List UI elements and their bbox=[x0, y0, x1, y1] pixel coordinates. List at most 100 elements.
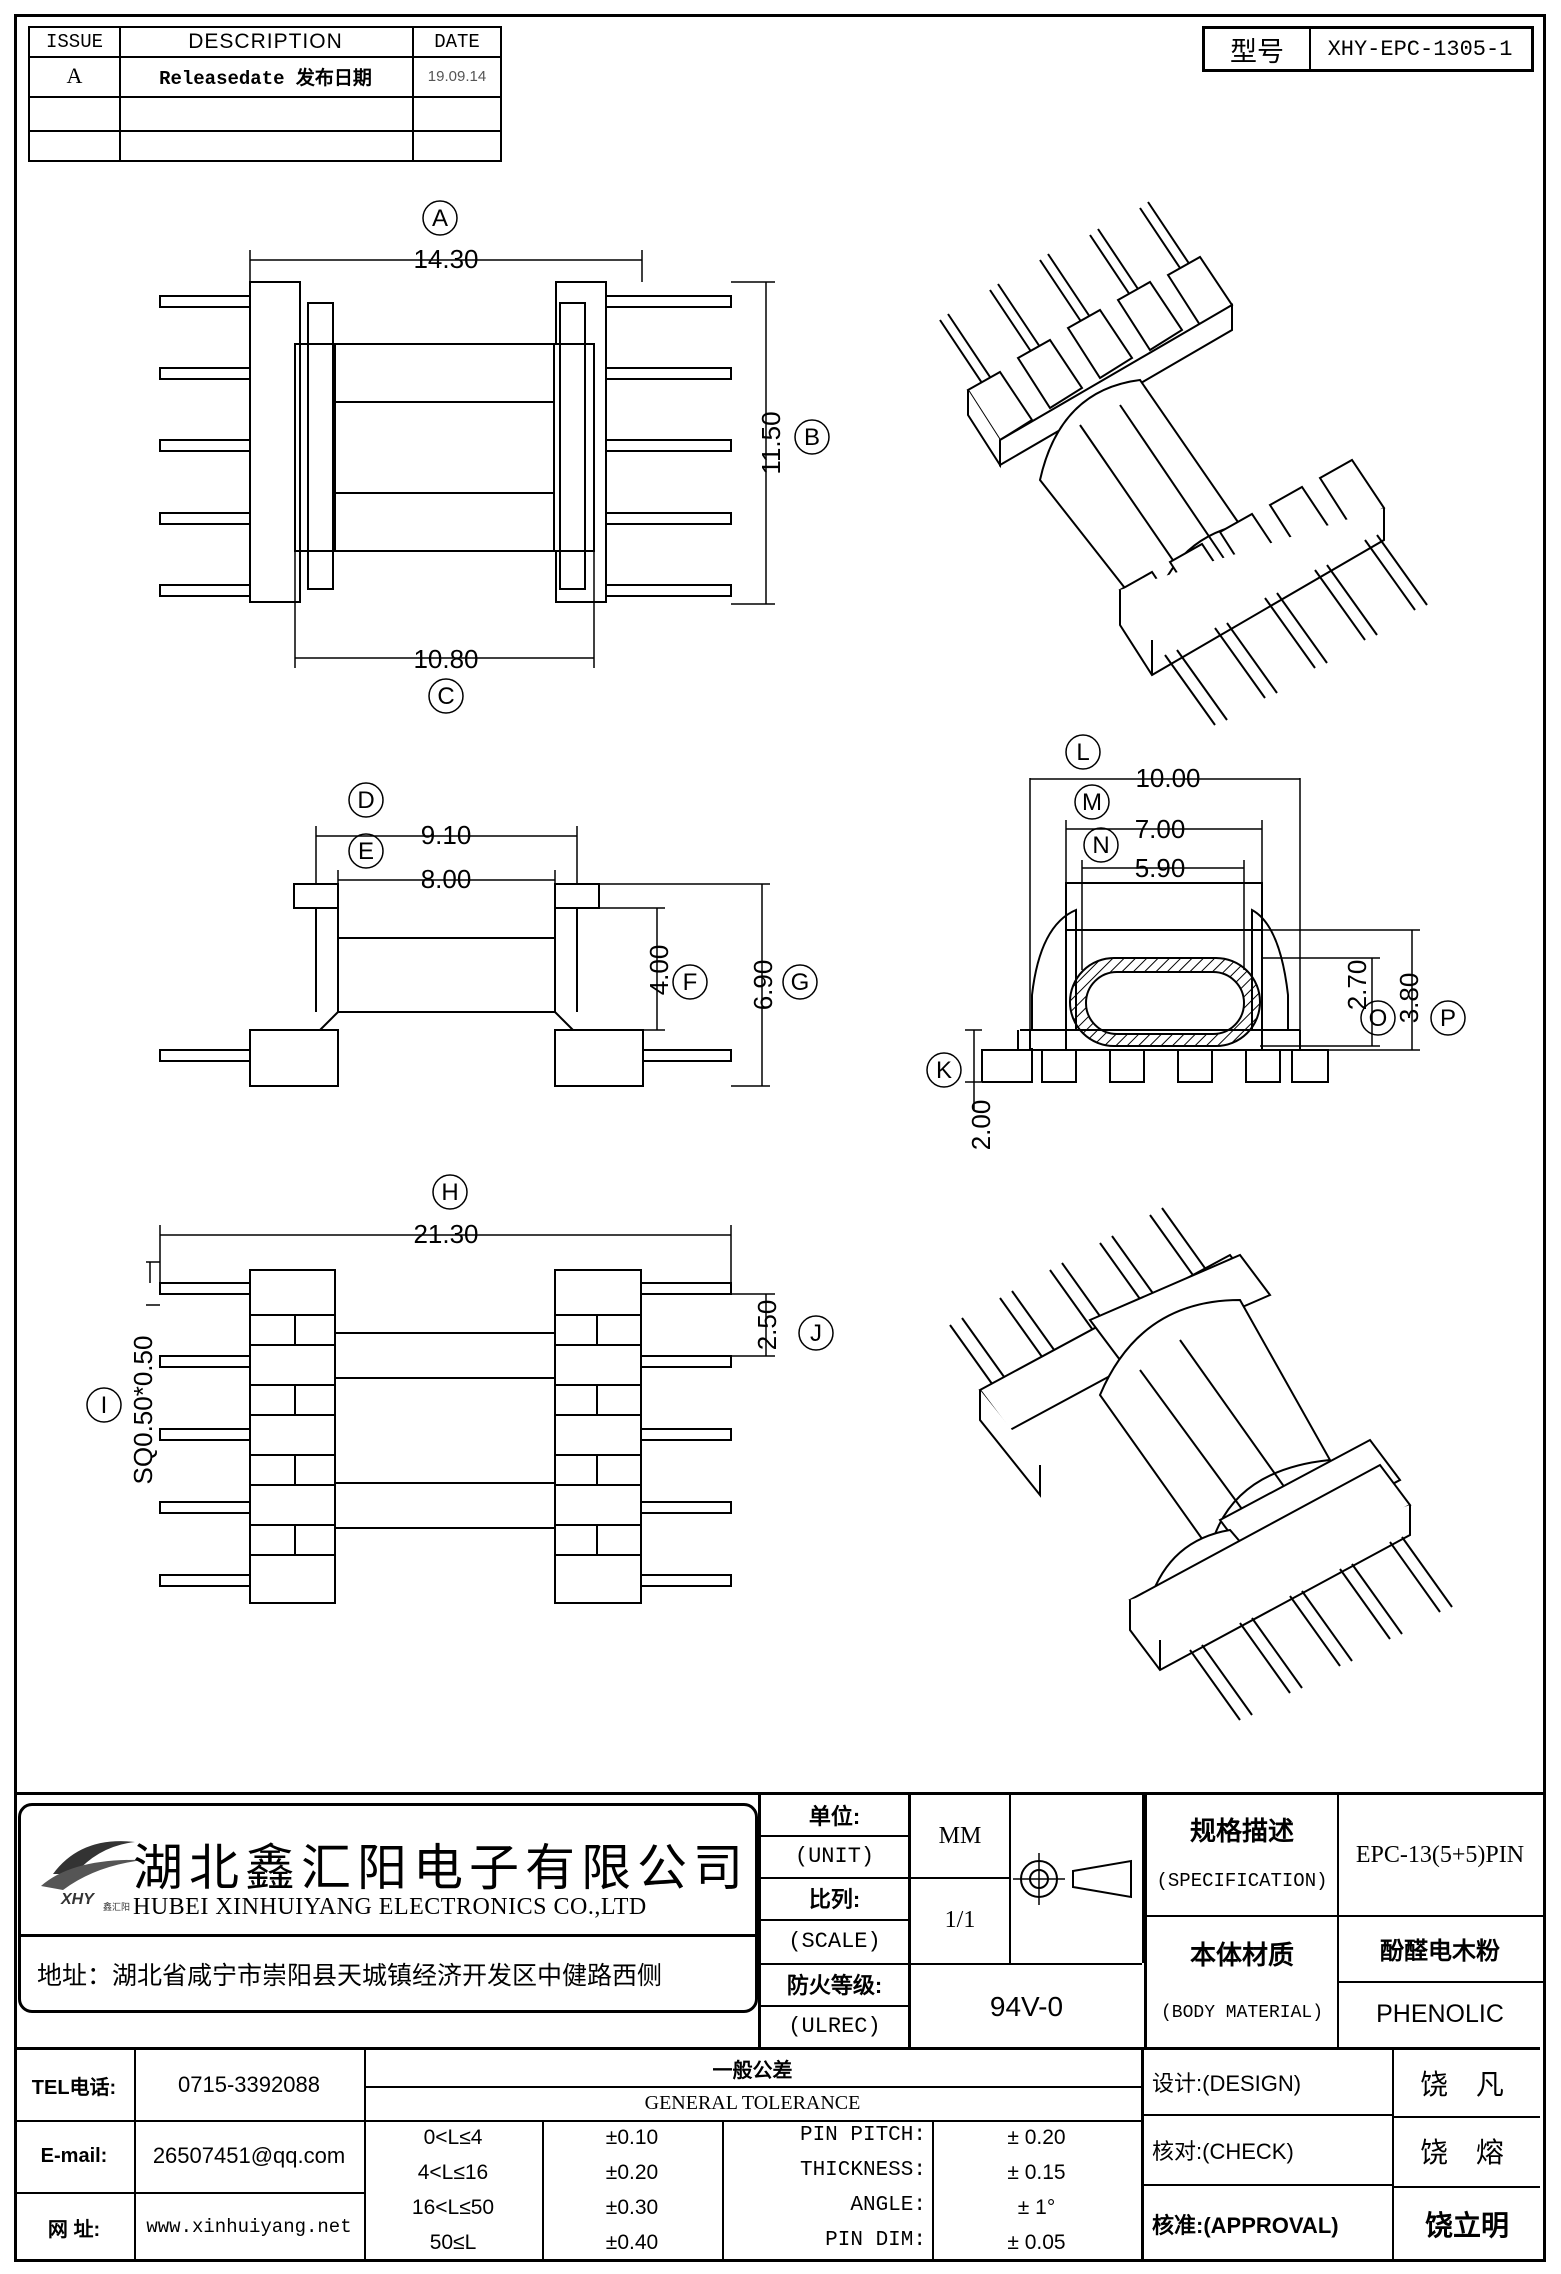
dim-h-value: 21.30 bbox=[413, 1219, 478, 1249]
email-value[interactable]: 26507451@qq.com bbox=[134, 2120, 366, 2194]
third-angle-projection-icon bbox=[1012, 1853, 1132, 1905]
label-h: H bbox=[441, 1179, 458, 1206]
dim-d-value: 9.10 bbox=[421, 820, 472, 850]
unit-value: MM bbox=[911, 1795, 1011, 1879]
check-name: 饶 熔 bbox=[1394, 2116, 1540, 2188]
tol-item-2-value: ± 0.15 bbox=[1007, 2160, 1066, 2184]
top-view-pins-right bbox=[605, 295, 732, 597]
label-n: N bbox=[1092, 832, 1109, 859]
tol-range-1: 0<L≤4 bbox=[423, 2125, 483, 2149]
section-view bbox=[965, 778, 1420, 1110]
dim-c-value: 10.80 bbox=[413, 644, 478, 674]
rev-date: 19.09.14 bbox=[412, 56, 502, 98]
top-view bbox=[159, 250, 775, 668]
rev-empty-cell bbox=[119, 130, 414, 162]
design-name: 饶 凡 bbox=[1394, 2050, 1540, 2118]
label-p: P bbox=[1440, 1005, 1456, 1032]
dim-o-value: 2.70 bbox=[1342, 960, 1372, 1011]
spec-labels: 单位: (UNIT) 比列: (SCALE) 防火等级: (ULREC) bbox=[758, 1795, 908, 2047]
tol-range-2: 4<L≤16 bbox=[417, 2160, 489, 2184]
company-address: 地址：湖北省咸宁市崇阳县天城镇经济开发区中健路西侧 bbox=[37, 1961, 663, 1990]
unit-label-en: (UNIT) bbox=[761, 1835, 908, 1879]
logo-sub: 鑫汇阳 bbox=[103, 1901, 130, 1912]
tol-item-1-value: ± 0.20 bbox=[1007, 2125, 1066, 2149]
revision-table: ISSUE DESCRIPTION DATE A Releasedate 发布日… bbox=[28, 26, 502, 162]
label-o: O bbox=[1369, 1005, 1388, 1032]
bottom-view bbox=[146, 1225, 775, 1604]
tol-item-1-label: PIN PITCH: bbox=[799, 2124, 926, 2147]
label-m: M bbox=[1082, 789, 1102, 816]
tolerance-title-cn: 一般公差 bbox=[364, 2050, 1141, 2088]
ul-label-cn: 防火等级: bbox=[761, 1963, 908, 2007]
label-d: D bbox=[357, 787, 374, 814]
tolerance-title-en: GENERAL TOLERANCE bbox=[364, 2086, 1141, 2122]
dim-k-value: 2.00 bbox=[966, 1100, 996, 1151]
model-box: 型号 XHY-EPC-1305-1 bbox=[1202, 26, 1534, 72]
tol-range-3: 16<L≤50 bbox=[411, 2195, 495, 2219]
material-value-en: PHENOLIC bbox=[1376, 1999, 1504, 2028]
label-g: G bbox=[791, 969, 810, 996]
approve-name: 饶立明 bbox=[1424, 2210, 1509, 2241]
approval-block: 设计:(DESIGN) 饶 凡 核对:(CHECK) 饶 熔 核准:(APPRO… bbox=[1144, 2050, 1540, 2262]
design-label: 设计:(DESIGN) bbox=[1144, 2050, 1394, 2116]
company-logo-icon: XHY 鑫汇阳 bbox=[41, 1841, 143, 1912]
rev-header-date: DATE bbox=[412, 28, 502, 58]
web-value[interactable]: www.xinhuiyang.net bbox=[134, 2192, 366, 2262]
tol-item-3-label: ANGLE: bbox=[850, 2194, 926, 2217]
label-l: L bbox=[1076, 739, 1089, 766]
rev-description: Releasedate 发布日期 bbox=[119, 56, 414, 98]
label-b: B bbox=[804, 424, 820, 451]
spec-label-en: (SPECIFICATION) bbox=[1156, 1870, 1328, 1892]
tol-value-1: ±0.10 bbox=[605, 2125, 659, 2149]
dim-l-value: 10.00 bbox=[1135, 763, 1200, 793]
top-view-pins-left bbox=[159, 295, 251, 597]
material-label-en: (BODY MATERIAL) bbox=[1160, 2003, 1324, 2023]
title-block: XHY 鑫汇阳 湖北鑫汇阳电子有限公司 HUBEI XINHUIYANG ELE… bbox=[14, 1792, 1546, 2262]
dim-a-value: 14.30 bbox=[413, 244, 478, 274]
email-label: E-mail: bbox=[14, 2120, 136, 2194]
label-k: K bbox=[936, 1057, 952, 1084]
logo-text: XHY bbox=[60, 1891, 95, 1908]
spec-value: EPC-13(5+5)PIN bbox=[1337, 1795, 1543, 1917]
spec-label-cn: 规格描述 bbox=[1189, 1815, 1294, 1846]
model-label: 型号 bbox=[1205, 29, 1311, 69]
rev-empty-cell bbox=[30, 130, 121, 162]
rev-header-description: DESCRIPTION bbox=[119, 28, 414, 58]
scale-value: 1/1 bbox=[911, 1877, 1011, 1963]
tel-label: TEL电话: bbox=[14, 2050, 136, 2122]
scale-label-cn: 比列: bbox=[761, 1877, 908, 1921]
dim-b-value: 11.50 bbox=[756, 411, 786, 474]
dim-g-value: 6.90 bbox=[748, 960, 778, 1011]
tol-value-3: ±0.30 bbox=[605, 2195, 659, 2219]
isometric-view-top bbox=[939, 201, 1428, 726]
tol-value-2: ±0.20 bbox=[605, 2160, 659, 2184]
side-view bbox=[159, 826, 770, 1087]
technical-drawing: 14.30 10.80 9.10 8.00 21.30 10.00 7.00 5… bbox=[86, 200, 1466, 1721]
label-f: F bbox=[683, 969, 698, 996]
scale-label-en: (SCALE) bbox=[761, 1919, 908, 1965]
email-link[interactable]: 26507451@qq.com bbox=[152, 2143, 346, 2168]
approve-label: 核准:(APPROVAL) bbox=[1144, 2186, 1394, 2262]
ul-value: 94V-0 bbox=[911, 1963, 1142, 2049]
tol-item-4-label: PIN DIM: bbox=[825, 2229, 926, 2252]
tel-value: 0715-3392088 bbox=[134, 2050, 366, 2122]
unit-label-cn: 单位: bbox=[761, 1795, 908, 1837]
label-c: C bbox=[437, 683, 454, 710]
material-value-cn: 酚醛电木粉 bbox=[1337, 1915, 1543, 1983]
website-link[interactable]: www.xinhuiyang.net bbox=[146, 2216, 352, 2238]
tolerance-table: 一般公差 GENERAL TOLERANCE 0<L≤4 4<L≤16 16<L… bbox=[364, 2050, 1144, 2262]
company-box: XHY 鑫汇阳 湖北鑫汇阳电子有限公司 HUBEI XINHUIYANG ELE… bbox=[18, 1803, 758, 2013]
company-name-cn: 湖北鑫汇阳电子有限公司 bbox=[133, 1839, 749, 1897]
tol-item-2-label: THICKNESS: bbox=[799, 2159, 926, 2182]
model-value: XHY-EPC-1305-1 bbox=[1327, 36, 1513, 62]
dim-p-value: 3.80 bbox=[1394, 973, 1424, 1024]
tol-value-4: ±0.40 bbox=[605, 2230, 659, 2254]
dim-i-value: SQ0.50*0.50 bbox=[128, 1336, 158, 1485]
rev-header-issue: ISSUE bbox=[30, 28, 121, 58]
isometric-view-bottom bbox=[949, 1207, 1453, 1721]
dim-j-value: 2.50 bbox=[752, 1300, 782, 1351]
dim-m-value: 7.00 bbox=[1135, 814, 1186, 844]
drawing-frame bbox=[14, 14, 1546, 2262]
rev-empty-cell bbox=[30, 96, 121, 132]
projection-symbol bbox=[1009, 1795, 1144, 1963]
